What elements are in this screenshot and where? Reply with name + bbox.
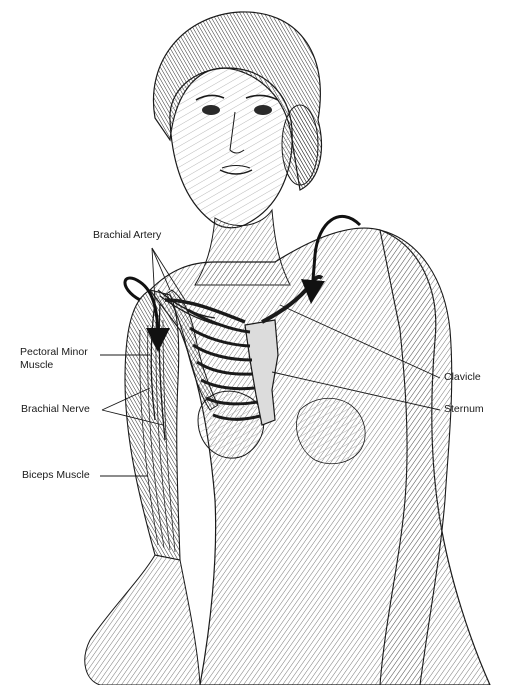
label-brachial-artery: Brachial Artery xyxy=(93,229,161,242)
label-sternum: Sternum xyxy=(444,403,484,416)
label-biceps-muscle: Biceps Muscle xyxy=(22,469,90,482)
label-pectoral-minor-muscle: Pectoral Minor Muscle xyxy=(20,346,110,372)
label-pectoral-minor-line1: Pectoral Minor xyxy=(20,346,110,359)
label-pectoral-minor-line2: Muscle xyxy=(20,359,110,372)
label-clavicle: Clavicle xyxy=(444,371,481,384)
forearm-shape xyxy=(85,555,200,685)
label-brachial-nerve: Brachial Nerve xyxy=(21,403,90,416)
face-shape xyxy=(170,68,292,228)
